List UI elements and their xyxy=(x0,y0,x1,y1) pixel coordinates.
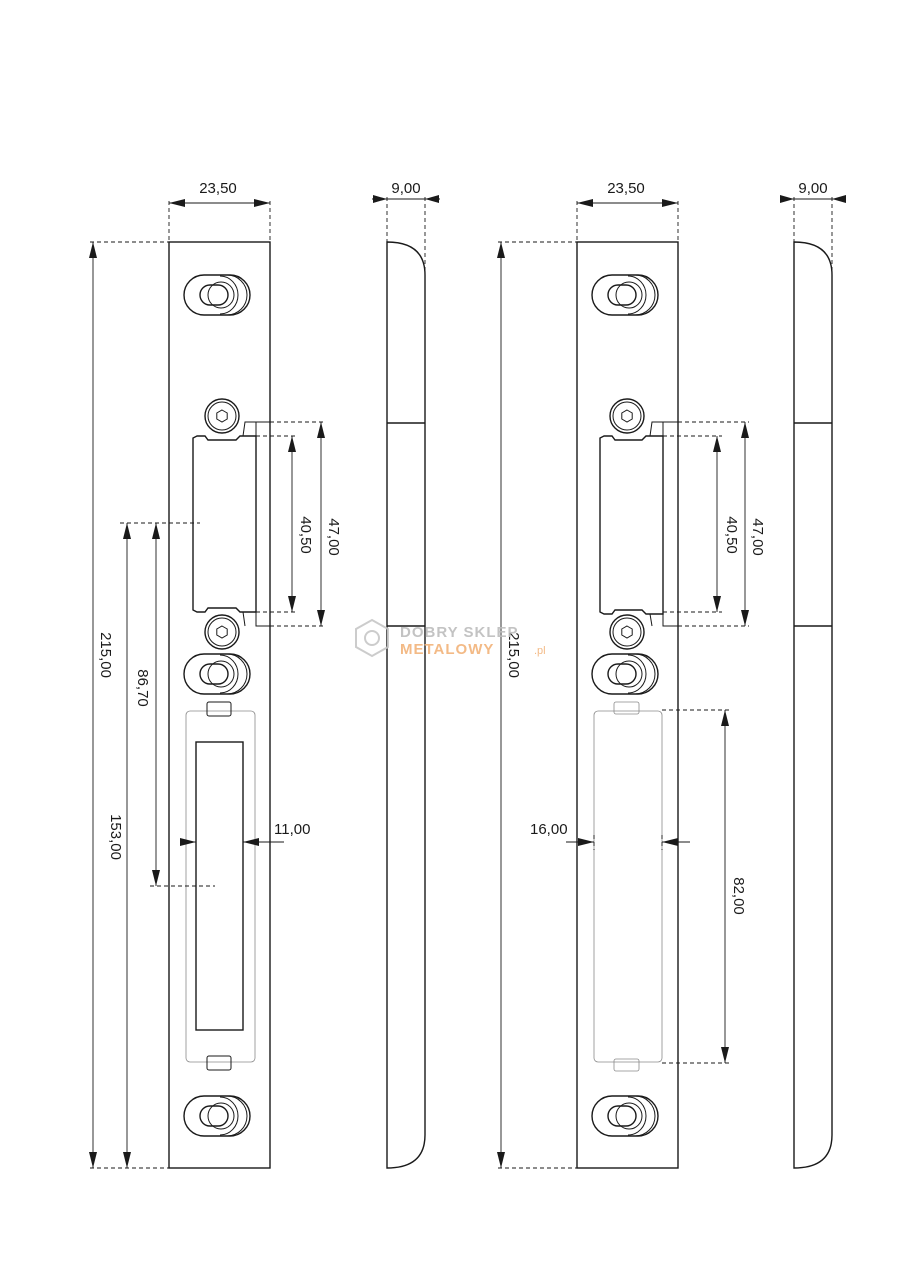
right-plate-outline xyxy=(576,241,679,1169)
right-cutout-frame xyxy=(593,710,663,1063)
watermark-nut-icon xyxy=(355,618,389,658)
oval-slot-icon xyxy=(183,653,251,695)
left-plate-outline xyxy=(168,241,271,1169)
right-keeper-outer-label: 47,00 xyxy=(749,518,766,556)
hex-screw-icon xyxy=(204,614,240,650)
hex-screw-icon xyxy=(609,614,645,650)
left-strike-frame xyxy=(185,710,256,1063)
left-front-plate xyxy=(168,241,271,1169)
right-cutout-height-label: 82,00 xyxy=(730,877,747,915)
left-total-height-label: 215,00 xyxy=(97,632,114,678)
right-cutout-width-label: 16,00 xyxy=(530,821,568,838)
oval-slot-icon xyxy=(591,274,659,316)
left-width-label: 23,50 xyxy=(199,180,237,197)
oval-slot-icon xyxy=(591,653,659,695)
right-dimensions: 23,50 215,00 40,50 47,00 82,00 xyxy=(497,180,766,1169)
left-thickness-label: 9,00 xyxy=(391,180,420,197)
right-side-profile: 9,00 xyxy=(780,180,846,1169)
oval-slot-icon xyxy=(591,1095,659,1137)
watermark-line2: METALOWY xyxy=(400,641,494,658)
watermark-line1: DOBRY SKLEP xyxy=(400,624,519,641)
hex-screw-icon xyxy=(204,398,240,434)
hex-screw-icon xyxy=(609,398,645,434)
left-dimensions: 23,50 215,00 153,00 86,70 40,50 47, xyxy=(89,180,342,1169)
oval-slot-icon xyxy=(183,274,251,316)
left-slot-width-label: 11,00 xyxy=(274,821,310,838)
right-width-label: 23,50 xyxy=(607,180,645,197)
left-keeper-offset-label: 86,70 xyxy=(134,669,151,707)
left-keeper-inner-label: 40,50 xyxy=(297,516,314,554)
left-keeper-outer-label: 47,00 xyxy=(325,518,342,556)
right-total-height-label: 215,00 xyxy=(505,632,522,678)
left-side-profile: 9,00 xyxy=(372,180,440,1169)
right-keeper-outline xyxy=(599,435,664,615)
right-keeper-inner-label: 40,50 xyxy=(723,516,740,554)
right-front-plate xyxy=(576,241,679,1169)
left-strike-slot xyxy=(195,741,244,1031)
right-thickness-label: 9,00 xyxy=(798,180,827,197)
oval-slot-icon xyxy=(183,1095,251,1137)
watermark-suffix: .pl xyxy=(534,645,546,657)
left-keeper-outline xyxy=(192,435,257,613)
watermark: DOBRY SKLEP METALOWY .pl xyxy=(355,618,546,658)
left-height-to-bottom-label: 153,00 xyxy=(107,814,124,860)
